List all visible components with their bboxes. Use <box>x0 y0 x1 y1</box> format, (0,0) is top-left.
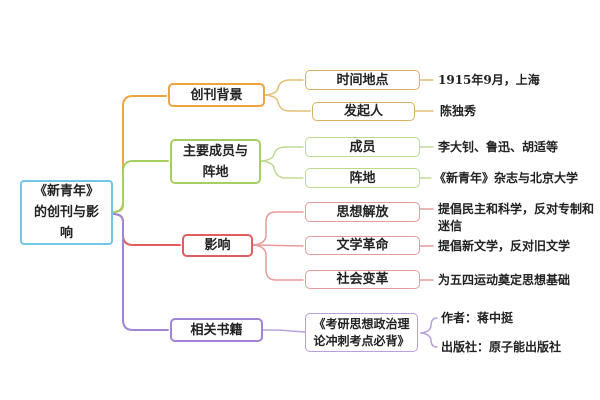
link-books-to-booktitle <box>262 329 306 333</box>
link-root-related-books <box>112 213 169 331</box>
link-root-founding-background <box>112 95 167 213</box>
leaf-time-place-note[interactable]: 1915年9月，上海 <box>438 73 540 87</box>
leaf-society-note[interactable]: 为五四运动奠定思想基础 <box>438 273 571 287</box>
leaf-literature-note[interactable]: 提倡新文学，反对旧文学 <box>438 239 571 253</box>
brace-influence-to-thought <box>252 211 304 246</box>
leaf-book-publisher[interactable]: 出版社：原子能出版社 <box>441 340 562 354</box>
node-initiator[interactable]: 发起人 <box>312 102 415 121</box>
node-social-change[interactable]: 社会变革 <box>305 270 420 289</box>
node-member[interactable]: 成员 <box>305 137 420 157</box>
brace-founding-to-time <box>264 79 304 96</box>
node-founding-background[interactable]: 创刊背景 <box>168 83 265 107</box>
node-literary-revolution[interactable]: 文学革命 <box>305 236 420 255</box>
leaf-initiator-note[interactable]: 陈独秀 <box>440 104 477 118</box>
brace-influence-to-society <box>252 244 304 281</box>
leaf-thought-note[interactable]: 提倡民主和科学，反对专制和迷信 <box>438 202 595 233</box>
brace-members-to-position <box>260 160 304 179</box>
leaf-position-note[interactable]: 《新青年》杂志与北京大学 <box>434 171 579 185</box>
brace-members-to-member <box>260 146 304 162</box>
node-position[interactable]: 阵地 <box>305 168 420 188</box>
brace-founding-to-initiator <box>264 94 311 112</box>
brace-book-to-author <box>420 317 438 334</box>
node-thought-liberation[interactable]: 思想解放 <box>305 202 420 222</box>
link-root-main-members <box>112 160 169 213</box>
brace-influence-to-literature <box>252 244 304 247</box>
brace-book-to-publisher <box>420 332 438 348</box>
node-book-title[interactable]: 《考研思想政治理论冲刺考点必背》 <box>305 313 418 352</box>
leaf-book-author[interactable]: 作者：蒋中挺 <box>441 311 514 325</box>
node-influence[interactable]: 影响 <box>182 234 253 257</box>
leaf-member-note[interactable]: 李大钊、鲁迅、胡适等 <box>438 140 559 154</box>
node-root[interactable]: 《新青年》的创刊与影响 <box>20 180 113 245</box>
node-main-members[interactable]: 主要成员与阵地 <box>170 139 261 184</box>
node-time-place[interactable]: 时间地点 <box>305 70 420 90</box>
node-related-books[interactable]: 相关书籍 <box>170 318 263 342</box>
